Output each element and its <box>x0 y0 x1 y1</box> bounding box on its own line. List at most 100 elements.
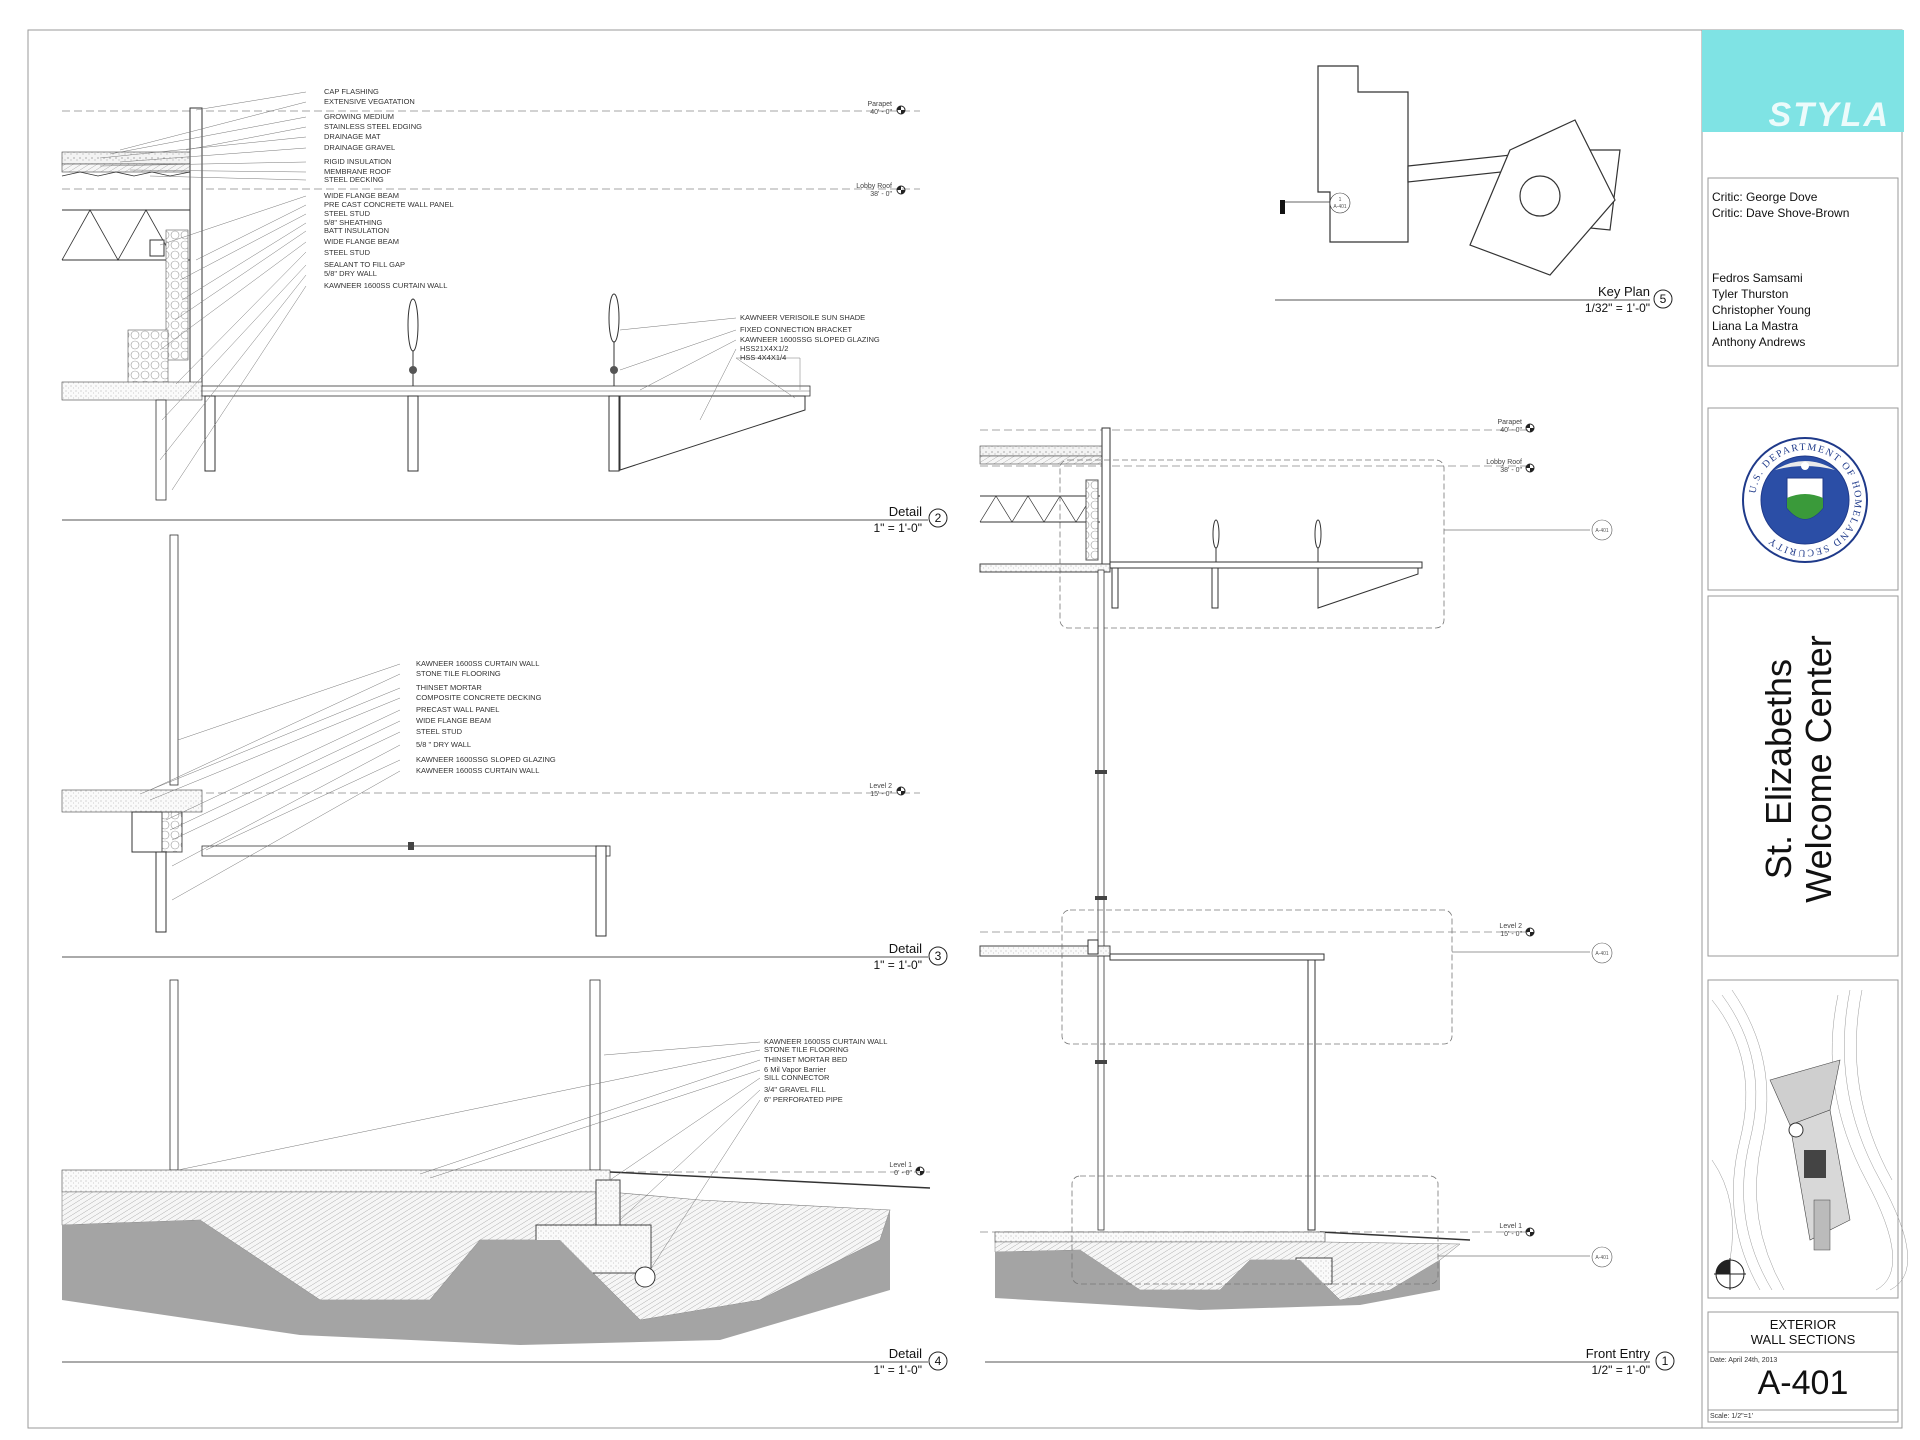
view-scale: 1" = 1'-0" <box>873 521 922 535</box>
key-tag-ref: A-401 <box>1333 204 1347 210</box>
detail-3-title: Detail 1" = 1'-0" 3 <box>62 941 948 972</box>
note: STEEL DECKING <box>324 175 384 184</box>
note: STEEL STUD <box>416 727 463 736</box>
d2-parapet-elev: 40' - 0" <box>870 109 892 116</box>
callout-ref: A-401 <box>1595 528 1609 534</box>
d4-level1-elev: 0' - 0" <box>894 1170 912 1177</box>
view-scale: 1" = 1'-0" <box>873 1363 922 1377</box>
team-member: Liana La Mastra <box>1712 319 1799 333</box>
note: DRAINAGE MAT <box>324 132 381 141</box>
note: 3/4" GRAVEL FILL <box>764 1085 826 1094</box>
note: KAWNEER 1600SS CURTAIN WALL <box>416 766 539 775</box>
note: WIDE FLANGE BEAM <box>324 237 399 246</box>
sheet-scale: Scale: 1/2"=1' <box>1710 1413 1753 1420</box>
d4-level1-label: Level 1 <box>889 1162 912 1169</box>
front-entry-drawing: A-401 A-401 A-401 Parapet 40' - 0" Lobby… <box>979 419 1613 1310</box>
team-member: Christopher Young <box>1712 303 1811 317</box>
note: 6 Mil Vapor Barrier <box>764 1065 826 1074</box>
callout-ref: A-401 <box>1595 1255 1609 1261</box>
site-plan <box>1711 989 1908 1291</box>
d3-level2-elev: 15' - 0" <box>870 791 892 798</box>
project-line-2: Welcome Center <box>1798 635 1839 903</box>
note: RIGID INSULATION <box>324 157 391 166</box>
detail-2-title: Detail 1" = 1'-0" 2 <box>62 504 948 535</box>
sheet-title: EXTERIOR WALL SECTIONS <box>1708 1317 1898 1347</box>
project-name: St. Elizabeths Welcome Center <box>1734 604 1864 934</box>
team-member: Anthony Andrews <box>1712 335 1806 349</box>
view-title: Front Entry <box>1586 1346 1651 1361</box>
note: STAINLESS STEEL EDGING <box>324 122 422 131</box>
note: EXTENSIVE VEGATATION <box>324 97 415 106</box>
note: HSS 4X4X1/4 <box>740 353 786 362</box>
critic-1: Critic: George Dove <box>1712 190 1818 204</box>
note: MEMBRANE ROOF <box>324 167 392 176</box>
note: KAWNEER 1600SSG SLOPED GLAZING <box>740 335 880 344</box>
view-number: 2 <box>935 511 942 525</box>
detail-3-drawing: Level 2 15' - 0" <box>61 534 920 937</box>
detail-4-title: Detail 1" = 1'-0" 4 <box>62 1346 948 1377</box>
key-plan-title: Key Plan 1/32" = 1'-0" 5 <box>1275 284 1673 315</box>
note: WIDE FLANGE BEAM <box>416 716 491 725</box>
brand-logo: STYLA <box>1768 96 1890 134</box>
note: COMPOSITE CONCRETE DECKING <box>416 693 542 702</box>
note: KAWNEER 1600SS CURTAIN WALL <box>764 1037 887 1046</box>
callout-ref: A-401 <box>1595 951 1609 957</box>
d2-parapet-label: Parapet <box>867 101 892 108</box>
detail-2-notes-right: KAWNEER VERISOILE SUN SHADE FIXED CONNEC… <box>740 313 880 362</box>
sheet-date: Date: April 24th, 2013 <box>1710 1357 1778 1364</box>
note: STONE TILE FLOORING <box>416 669 501 678</box>
note: 5/8 " DRY WALL <box>416 740 471 749</box>
d2-lobby-label: Lobby Roof <box>856 183 892 190</box>
key-plan-drawing: 1 A-401 <box>1280 65 1621 276</box>
view-title: Detail <box>889 1346 922 1361</box>
fe-parapet-label: Parapet <box>1497 419 1522 426</box>
note: WIDE FLANGE BEAM <box>324 191 399 200</box>
note: KAWNEER 1600SS CURTAIN WALL <box>324 281 447 290</box>
view-title: Detail <box>889 941 922 956</box>
view-number: 4 <box>935 1354 942 1368</box>
team-member: Fedros Samsami <box>1712 271 1803 285</box>
dhs-seal: U.S. DEPARTMENT OF HOMELAND SECURITY <box>1742 437 1868 563</box>
team-member: Tyler Thurston <box>1712 287 1789 301</box>
view-scale: 1" = 1'-0" <box>873 958 922 972</box>
fe-level1-label: Level 1 <box>1499 1223 1522 1230</box>
critic-2: Critic: Dave Shove-Brown <box>1712 206 1850 220</box>
key-tag-num: 1 <box>1339 197 1342 203</box>
fe-lobby-elev: 38' - 0" <box>1500 467 1522 474</box>
d3-level2-label: Level 2 <box>869 783 892 790</box>
note: HSS21X4X1/2 <box>740 344 788 353</box>
project-line-1: St. Elizabeths <box>1758 658 1799 880</box>
front-entry-title: Front Entry 1/2" = 1'-0" 1 <box>985 1346 1675 1377</box>
note: STEEL STUD <box>324 209 371 218</box>
note: BATT INSULATION <box>324 226 389 235</box>
note: CAP FLASHING <box>324 87 379 96</box>
note: STEEL STUD <box>324 248 371 257</box>
view-scale: 1/32" = 1'-0" <box>1585 301 1650 315</box>
d2-lobby-elev: 38' - 0" <box>870 191 892 198</box>
brand-banner: STYLA <box>1702 30 1904 134</box>
note: THINSET MORTAR BED <box>764 1055 848 1064</box>
sheet-number: A-401 <box>1757 1364 1849 1402</box>
note: 5/8" SHEATHING <box>324 218 383 227</box>
view-number: 5 <box>1660 292 1667 306</box>
view-title: Key Plan <box>1598 284 1650 299</box>
view-scale: 1/2" = 1'-0" <box>1591 1363 1650 1377</box>
view-title: Detail <box>889 504 922 519</box>
sheet-title-line-1: EXTERIOR <box>1769 1317 1837 1332</box>
note: 6" PERFORATED PIPE <box>764 1095 843 1104</box>
note: SEALANT TO FILL GAP <box>324 260 405 269</box>
note: KAWNEER VERISOILE SUN SHADE <box>740 313 865 322</box>
detail-2-drawing: Parapet 40' - 0" Lobby Roof 38' - 0" <box>61 91 920 501</box>
fe-level2-label: Level 2 <box>1499 923 1522 930</box>
note: SILL CONNECTOR <box>764 1073 830 1082</box>
note: KAWNEER 1600SS CURTAIN WALL <box>416 659 539 668</box>
note: THINSET MORTAR <box>416 683 482 692</box>
detail-3-notes: KAWNEER 1600SS CURTAIN WALL STONE TILE F… <box>416 659 556 775</box>
view-number: 3 <box>935 949 942 963</box>
fe-parapet-elev: 40' - 0" <box>1500 427 1522 434</box>
fe-level2-elev: 15' - 0" <box>1500 931 1522 938</box>
detail-4-notes: KAWNEER 1600SS CURTAIN WALL STONE TILE F… <box>764 1037 887 1104</box>
note: PRECAST WALL PANEL <box>416 705 499 714</box>
sheet-title-line-2: WALL SECTIONS <box>1750 1332 1856 1347</box>
